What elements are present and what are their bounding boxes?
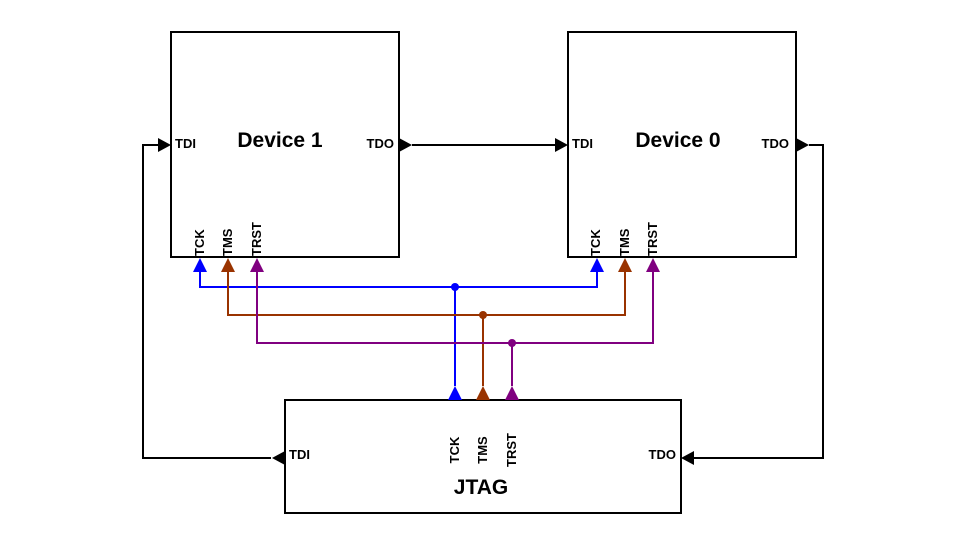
trst-junction [508,339,516,347]
device1-tms-arrow [221,258,235,272]
jtag-tdo-label: TDO [649,447,676,462]
jtag-trst-arrow [505,386,519,400]
tck-bus [200,272,597,287]
jtag-tms-label: TMS [475,436,490,464]
device0-tdo-label: TDO [762,136,789,151]
device1-tms-label: TMS [220,228,235,256]
tms-bus [228,272,625,315]
device0-tck-arrow [590,258,604,272]
tck-junction [451,283,459,291]
device1-trst-arrow [250,258,264,272]
arrow-device0-tdi [555,138,568,152]
device0-tms-label: TMS [617,228,632,256]
arrow-device0-tdo [796,138,809,152]
tms-junction [479,311,487,319]
device1-trst-label: TRST [249,222,264,256]
device1-tdo-label: TDO [367,136,394,151]
device1-title: Device 1 [237,129,323,152]
arrow-device1-tdi [158,138,171,152]
arrow-jtag-tdo-in [681,451,694,465]
arrow-device1-tdo [399,138,412,152]
jtag-tms-arrow [476,386,490,400]
device1-tck-label: TCK [192,229,207,256]
tck-net [193,258,604,400]
jtag-tck-arrow [448,386,462,400]
jtag-tdi-label: TDI [289,447,310,462]
device0-tdi-label: TDI [572,136,593,151]
device0-trst-label: TRST [645,222,660,256]
device1-tck-arrow [193,258,207,272]
device0-tms-arrow [618,258,632,272]
device0-trst-arrow [646,258,660,272]
jtag-trst-label: TRST [504,433,519,467]
tms-net [221,258,632,400]
device0-tck-label: TCK [588,229,603,256]
device0-title: Device 0 [635,129,720,152]
jtag-tck-label: TCK [447,436,462,463]
jtag-title: JTAG [454,476,508,499]
arrow-jtag-tdi-out [272,451,285,465]
device1-tdi-label: TDI [175,136,196,151]
